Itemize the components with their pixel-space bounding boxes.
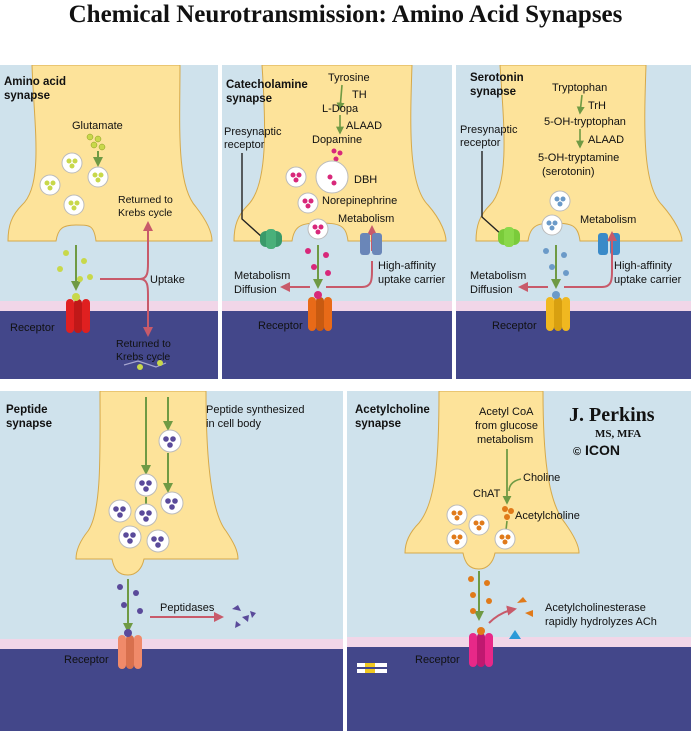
uptake-carrier-label: uptake carrier — [614, 274, 682, 286]
presynaptic-terminal — [404, 391, 580, 570]
panel-title: Acetylcholine — [355, 404, 430, 416]
returned-krebs-label: Krebs cycle — [118, 207, 172, 219]
postsynaptic-membrane — [456, 311, 691, 379]
acetyl-coa-label: from glucose — [475, 420, 538, 432]
hydrolyzed-fragments — [517, 597, 533, 617]
acetylcholinesterase-label: rapidly hydrolyzes ACh — [545, 616, 657, 628]
returned-krebs-label: Krebs cycle — [116, 351, 170, 363]
glial-cell — [123, 360, 167, 370]
receptor-icon — [469, 627, 493, 667]
dopamine-label: Dopamine — [312, 134, 362, 146]
presynaptic-receptor-label: receptor — [224, 139, 265, 151]
presynaptic-receptor-label: Presynaptic — [460, 124, 518, 136]
acetyl-coa-label: metabolism — [477, 434, 533, 446]
metabolism-label: Metabolism — [234, 270, 290, 282]
th-label: TH — [352, 89, 367, 101]
uptake-carrier-icon — [360, 233, 382, 255]
diffusion-label: Diffusion — [234, 284, 277, 296]
presynaptic-receptor-label: receptor — [460, 137, 501, 149]
dbh-label: DBH — [354, 174, 377, 186]
peptide-panel: Peptide synapse Peptide synthesized in c… — [0, 391, 343, 731]
receptor-label: Receptor — [258, 320, 303, 332]
receptor-icon — [546, 291, 570, 331]
panel-title: synapse — [226, 93, 272, 105]
vesicles — [541, 190, 571, 236]
signature-credentials: MS, MFA — [595, 428, 641, 440]
presynaptic-receptor-label: Presynaptic — [224, 126, 282, 138]
icon-logo: ICON — [585, 442, 620, 458]
receptor-label: Receptor — [10, 322, 55, 334]
metabolism-label: Metabolism — [338, 213, 394, 225]
returned-krebs-label: Returned to — [116, 338, 171, 350]
panel-title: synapse — [4, 90, 50, 102]
postsynaptic-membrane — [0, 649, 343, 731]
norepinephrine-label: Norepinephrine — [322, 195, 397, 207]
tyrosine-label: Tyrosine — [328, 72, 370, 84]
glutamate-molecules — [86, 133, 106, 151]
serotonin-panel: Serotonin synapse Tryptophan TrH 5-OH-tr… — [456, 65, 691, 379]
high-affinity-label: High-affinity — [614, 260, 672, 272]
metabolism-label: Metabolism — [470, 270, 526, 282]
vesicles — [446, 504, 516, 550]
receptor-label: Receptor — [415, 654, 460, 666]
5-oh-tryptophan-label: 5-OH-tryptophan — [544, 116, 626, 128]
chat-label: ChAT — [473, 488, 501, 500]
uptake-label: Uptake — [150, 274, 185, 286]
vesicles — [39, 152, 109, 216]
postsynaptic-membrane — [0, 311, 218, 379]
acetylcholine-panel: Acetylcholine synapse J. Perkins MS, MFA… — [347, 391, 691, 731]
peptide-fragments — [232, 605, 256, 628]
alaad-label: ALAAD — [346, 120, 382, 132]
receptor-icon — [66, 293, 90, 333]
peptide-synthesized-label: Peptide synthesized — [206, 404, 304, 416]
catecholamine-panel: Catecholamine synapse Tyrosine TH L-Dopa… — [222, 65, 452, 379]
high-affinity-label: High-affinity — [378, 260, 436, 272]
scale-marker — [357, 663, 387, 673]
acetylcholinesterase-label: Acetylcholinesterase — [545, 602, 646, 614]
receptor-icon — [308, 291, 332, 331]
receptor-label: Receptor — [64, 654, 109, 666]
panel-title: Serotonin — [470, 72, 524, 84]
peptide-synthesized-label: in cell body — [206, 418, 262, 430]
panel-title: Peptide — [6, 404, 48, 416]
postsynaptic-membrane — [222, 311, 452, 379]
peptidases-label: Peptidases — [160, 602, 215, 614]
trh-label: TrH — [588, 100, 606, 112]
presynaptic-terminal — [7, 65, 213, 242]
panel-title: Catecholamine — [226, 79, 308, 91]
receptor-label: Receptor — [492, 320, 537, 332]
vesicles — [108, 429, 184, 553]
5-oh-tryptamine-label: 5-OH-tryptamine — [538, 152, 619, 164]
acetylcholinesterase-icon — [509, 630, 521, 639]
metabolism-label: Metabolism — [580, 214, 636, 226]
uptake-carrier-label: uptake carrier — [378, 274, 446, 286]
ldopa-label: L-Dopa — [322, 103, 359, 115]
alaad-label: ALAAD — [588, 134, 624, 146]
vesicles — [285, 166, 337, 240]
acetyl-coa-label: Acetyl CoA — [479, 406, 534, 418]
glutamate-label: Glutamate — [72, 120, 123, 132]
panel-title: synapse — [6, 418, 52, 430]
page-title: Chemical Neurotransmission: Amino Acid S… — [68, 1, 623, 28]
postsynaptic-membrane — [347, 647, 691, 731]
panel-title: synapse — [470, 86, 516, 98]
serotonin-label: (serotonin) — [542, 166, 595, 178]
panel-title: Amino acid — [4, 76, 66, 88]
presynaptic-receptor-icon — [498, 227, 520, 247]
signature-name: J. Perkins — [569, 404, 655, 426]
acetylcholine-label: Acetylcholine — [515, 510, 580, 522]
choline-label: Choline — [523, 472, 560, 484]
receptor-icon — [118, 629, 142, 669]
panel-title: synapse — [355, 418, 401, 430]
diffusion-label: Diffusion — [470, 284, 513, 296]
amino-acid-panel: Amino acid synapse Glutamate Returned to… — [0, 65, 218, 379]
returned-krebs-label: Returned to — [118, 194, 173, 206]
presynaptic-receptor-icon — [260, 229, 282, 249]
tryptophan-label: Tryptophan — [552, 82, 607, 94]
copyright-mark: © — [573, 446, 581, 458]
